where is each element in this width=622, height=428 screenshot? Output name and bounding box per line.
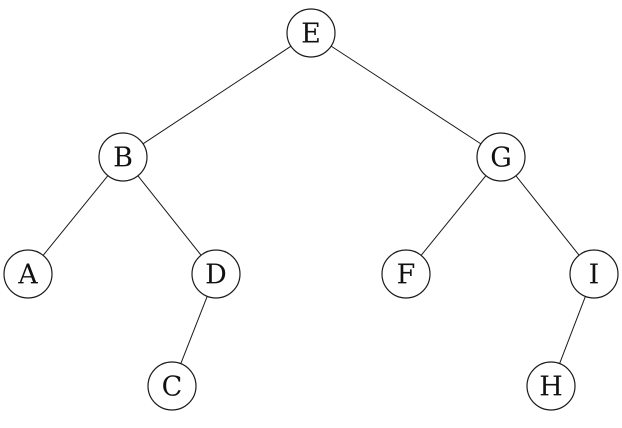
edge-b-d (137, 175, 202, 256)
node-i: I (569, 249, 619, 299)
node-g: G (476, 132, 526, 182)
node-f: F (381, 249, 431, 299)
node-label: I (589, 260, 600, 291)
node-c: C (147, 361, 197, 411)
node-circle (98, 132, 148, 182)
node-circle (381, 249, 431, 299)
node-circle (147, 361, 197, 411)
node-circle (526, 361, 576, 411)
node-a: A (3, 249, 53, 299)
node-label: H (539, 372, 563, 403)
node-circle (286, 8, 336, 58)
edge-g-i (515, 175, 580, 256)
edge-g-f (420, 175, 487, 256)
node-circle (191, 249, 241, 299)
node-b: B (98, 132, 148, 182)
node-label: B (113, 143, 133, 174)
node-label: E (301, 19, 321, 50)
tree-nodes: E B G A D F I C H (3, 8, 619, 411)
edge-i-h (559, 296, 586, 364)
edge-b-a (42, 175, 109, 256)
node-h: H (526, 361, 576, 411)
tree-edges (42, 45, 586, 364)
node-label: A (17, 260, 38, 291)
node-circle (569, 249, 619, 299)
node-e: E (286, 8, 336, 58)
node-label: F (397, 260, 416, 291)
node-label: C (162, 372, 183, 403)
node-d: D (191, 249, 241, 299)
edge-d-c (180, 296, 208, 364)
node-circle (476, 132, 526, 182)
edge-e-g (330, 45, 482, 145)
edge-e-b (142, 45, 292, 145)
node-label: G (490, 143, 512, 174)
node-circle (3, 249, 53, 299)
node-label: D (205, 260, 227, 291)
